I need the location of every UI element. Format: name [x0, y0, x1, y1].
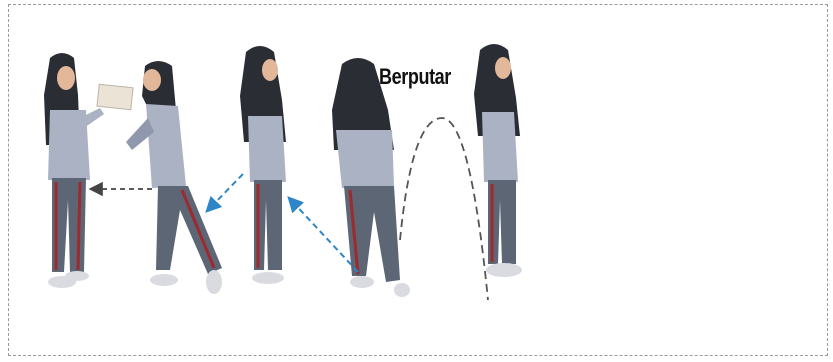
- turn-label: Berputar: [379, 64, 451, 90]
- figure-passer: [126, 61, 222, 294]
- figure-receiver: [44, 53, 133, 288]
- turn-arc-dashed: [400, 118, 488, 300]
- figure-turning: [332, 58, 410, 297]
- run-arrow-blue-left: [208, 174, 243, 210]
- figure-standing-end: [474, 44, 522, 277]
- figure-standing-middle: [240, 46, 286, 284]
